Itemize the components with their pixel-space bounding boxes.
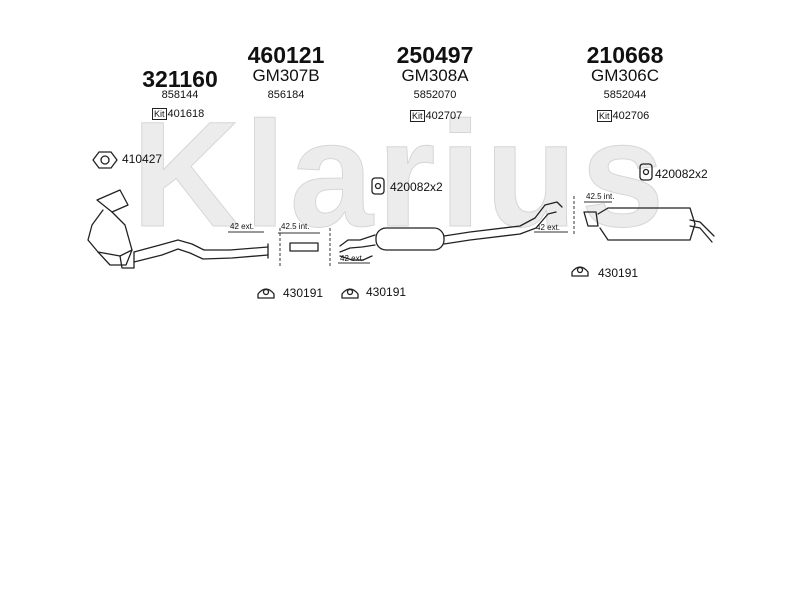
part-kit-3: Kit 402707 <box>410 110 462 122</box>
rubber-hanger-icon-right <box>639 163 653 181</box>
front-pipe-catalyst <box>87 189 269 269</box>
rubber-hanger-icon-mid <box>371 177 385 195</box>
clamp-icon-left1 <box>257 288 275 299</box>
ring-icon <box>92 151 118 169</box>
part-number-4: 210668 <box>586 42 664 68</box>
clamp-icon-right <box>571 266 589 277</box>
rear-silencer <box>583 207 715 243</box>
part-ref-2: 856184 <box>267 89 305 101</box>
connector-pipe <box>289 242 319 252</box>
label-hanger-mid: 420082x2 <box>390 180 443 194</box>
part-model-3: GM308A <box>401 66 469 85</box>
brand-watermark: Klarius <box>131 108 669 238</box>
label-clamp-right: 430191 <box>598 266 639 280</box>
label-clamp-left1: 430191 <box>283 286 324 300</box>
kit-number: 401618 <box>167 108 205 120</box>
kit-badge: Kit <box>597 110 612 122</box>
kit-number: 402707 <box>425 110 463 122</box>
label-hanger-right: 420082x2 <box>655 167 708 181</box>
part-kit-4: Kit 402706 <box>597 110 649 122</box>
part-model-2: GM307B <box>252 66 320 85</box>
centre-silencer <box>339 201 563 261</box>
size-label-1: 42 ext. <box>230 222 255 231</box>
part-number-3: 250497 <box>396 42 474 68</box>
kit-badge: Kit <box>152 108 167 120</box>
part-ref-1: 858144 <box>161 89 199 101</box>
size-label-5: 42 ext. <box>536 223 561 232</box>
watermark-text: Klarius <box>132 108 669 238</box>
part-model-4: GM306C <box>590 66 660 85</box>
kit-number: 402706 <box>612 110 650 122</box>
kit-badge: Kit <box>410 110 425 122</box>
part-number-1: 321160 <box>142 66 218 92</box>
label-clamp-left2: 430191 <box>366 285 407 299</box>
part-kit-1: Kit 401618 <box>152 108 204 120</box>
clamp-icon-left2 <box>341 288 359 299</box>
part-ref-3: 5852070 <box>413 89 457 101</box>
size-label-3: 42 ext. <box>340 254 365 263</box>
size-label-2: 42.5 int. <box>281 222 310 231</box>
label-ring: 410427 <box>122 152 163 166</box>
part-ref-4: 5852044 <box>603 89 647 101</box>
size-label-4: 42.5 int. <box>586 192 615 201</box>
part-number-2: 460121 <box>247 42 325 68</box>
